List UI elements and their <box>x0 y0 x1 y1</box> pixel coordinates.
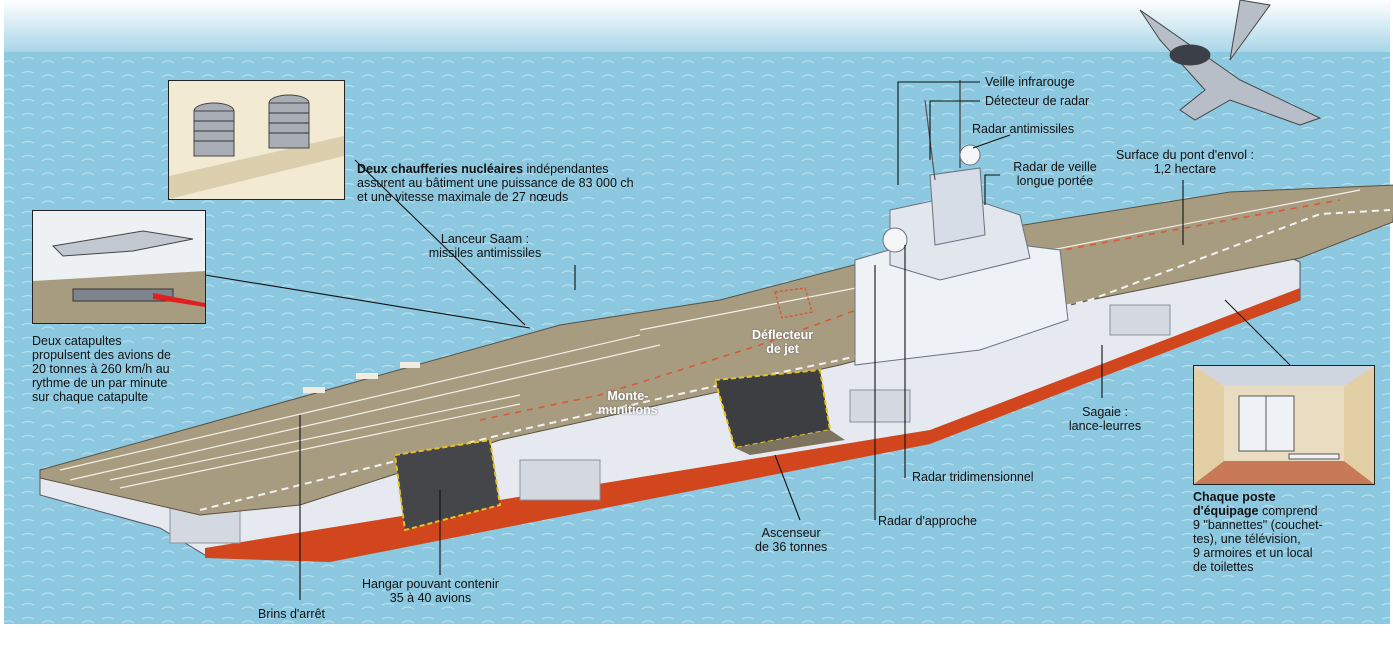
catapulte-drawing <box>33 230 205 323</box>
label-radar-approche: Radar d'approche <box>878 514 977 528</box>
deck-line <box>59 334 641 471</box>
deck-line <box>69 344 661 481</box>
surface-line1: Surface du pont d'envol : <box>1116 148 1254 162</box>
leader-poste <box>1224 299 1291 366</box>
leader-veille <box>897 81 980 185</box>
inset-catapulte <box>32 210 206 324</box>
leader-veille-longue <box>984 174 1000 205</box>
radar-veille-line1: Radar de veille <box>1013 160 1097 174</box>
deck-dashes <box>199 209 1391 511</box>
label-monte-munitions: Monte- munitions <box>598 389 658 417</box>
leader-catapultes <box>204 274 531 329</box>
deck-mark <box>356 373 378 379</box>
surface-line2: 1,2 hectare <box>1153 162 1217 176</box>
elevator-opening <box>713 368 832 450</box>
radar-veille-line2: longue portée <box>1016 174 1094 188</box>
hull-panel <box>1109 304 1171 336</box>
sagaie-line1: Sagaie : <box>1082 405 1128 419</box>
poste-drawing <box>1194 366 1374 484</box>
label-surface-pont: Surface du pont d'envol : 1,2 hectare <box>1090 148 1280 176</box>
label-radar-tridim: Radar tridimensionnel <box>912 470 1034 484</box>
poste-rest1: comprend <box>1258 504 1318 518</box>
deck-dashes-red <box>479 199 1341 421</box>
deck-line <box>119 403 521 489</box>
antimissile-radar-dome <box>959 144 981 166</box>
label-lanceur-saam: Lanceur Saam : missiles antimissiles <box>410 232 560 260</box>
chaufferies-rest3: et une vitesse maximale de 27 nœuds <box>357 190 569 204</box>
label-brins: Brins d'arrêt <box>258 607 325 621</box>
island <box>854 80 1069 366</box>
label-catapultes: Deux catapultes propulsent des avions de… <box>32 334 171 404</box>
elevator-platform <box>735 430 845 455</box>
chaufferies-rest2: assurent au bâtiment une puissance de 83… <box>357 176 634 190</box>
label-radar-antimissiles: Radar antimissiles <box>972 122 1075 136</box>
leader-chaufferies <box>354 159 526 326</box>
leader-detecteur <box>929 100 980 160</box>
label-veille-infrarouge: Veille infrarouge <box>985 75 1075 89</box>
label-ascenseur: Ascenseur de 36 tonnes <box>755 526 828 554</box>
rafale-aircraft <box>1139 0 1322 126</box>
poste-bold: Chaque poste d'équipage <box>1193 490 1276 518</box>
deck-line <box>109 394 521 481</box>
label-hangar: Hangar pouvant contenir 35 à 40 avions <box>362 577 499 605</box>
leader-ascenseur <box>774 454 801 521</box>
poste-rest2: 9 "bannettes" (couchet- tes), une télévi… <box>1193 518 1323 574</box>
inset-chaufferies <box>168 80 345 200</box>
deck-mark <box>400 362 420 368</box>
leader-antimissiles <box>972 134 1011 149</box>
hull-panel <box>519 459 601 501</box>
hull-panel <box>849 389 911 423</box>
lanceur-line2: missiles antimissiles <box>428 246 542 260</box>
chaufferies-bold: Deux chaufferies nucléaires <box>357 162 524 176</box>
approach-radar-dome <box>882 227 908 253</box>
label-sagaie: Sagaie : lance-leurres <box>1060 405 1150 433</box>
deck-mark <box>303 387 325 393</box>
waterline <box>205 288 1300 562</box>
inset-poste-equipage <box>1193 365 1375 485</box>
chaufferies-rest1: indépendantes <box>523 162 609 176</box>
label-radar-veille: Radar de veille longue portée <box>1000 160 1110 188</box>
label-poste-equipage: Chaque poste d'équipage comprend 9 "bann… <box>1193 490 1323 574</box>
hangar-opening <box>393 438 502 532</box>
sagaie-line2: lance-leurres <box>1068 419 1142 433</box>
lanceur-line1: Lanceur Saam : <box>440 232 530 246</box>
jet-deflector <box>774 287 813 319</box>
label-chaufferies: Deux chaufferies nucléaires indépendante… <box>357 162 634 204</box>
label-detecteur-radar: Détecteur de radar <box>985 94 1090 108</box>
chaufferies-drawing <box>169 94 344 199</box>
label-deflecteur: Déflecteur de jet <box>752 328 814 356</box>
